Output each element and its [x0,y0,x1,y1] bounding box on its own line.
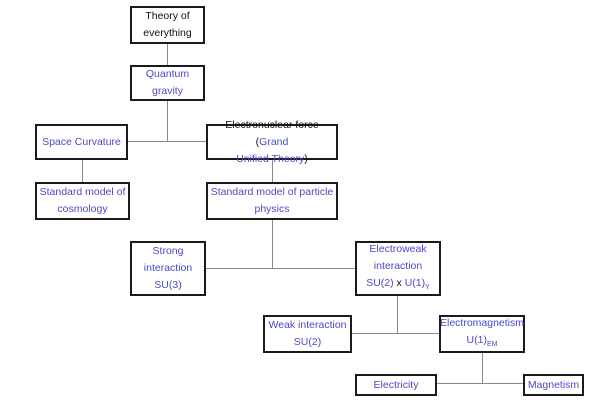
electromagnetism-link[interactable]: Electromagnetism [439,317,525,329]
connector-toe-qg [167,44,168,65]
magnetism-link[interactable]: Magnetism [527,378,580,391]
grand-unified-theory-link[interactable]: Unified Theory [236,152,305,165]
node-label: ) [304,152,308,165]
subscript-label: EM [486,341,498,348]
standard-model-particle-physics-link[interactable]: Standard model of particle [210,186,334,198]
node-quantum-gravity[interactable]: Quantum gravity [130,65,205,101]
connector-em-junction [482,352,483,383]
weak-interaction-link[interactable]: Weak interaction [268,319,347,331]
quantum-gravity-link[interactable]: Quantum [145,68,190,80]
node-electroweak-interaction[interactable]: Electroweak interaction SU(2) x U(1)Y [355,241,441,296]
electricity-link[interactable]: Electricity [373,378,419,391]
node-label-line: SU(2) x U(1)Y [366,275,430,296]
u1em-link[interactable]: U(1)EM [467,332,498,353]
grand-unified-theory-link[interactable]: Grand [259,135,289,148]
node-standard-model-cosmology[interactable]: Standard model of cosmology [35,182,130,220]
connector-sc-smc [82,160,83,182]
connector-weak-em [352,333,439,334]
node-label: U(1) [404,277,426,289]
node-label-line: Unified Theory) [236,151,308,168]
su2-link[interactable]: SU(2) [293,336,322,348]
electroweak-interaction-link[interactable]: interaction [373,260,423,272]
node-label: x [393,277,405,289]
standard-model-cosmology-link[interactable]: Standard model of [39,186,126,198]
node-label-line: Electronuclear force (Grand [208,117,336,151]
node-space-curvature[interactable]: Space Curvature [35,124,128,160]
su3-link[interactable]: SU(3) [154,279,182,291]
quantum-gravity-link[interactable]: gravity [152,85,183,97]
connector-smp-junction [272,220,273,268]
node-weak-interaction[interactable]: Weak interaction SU(2) [263,315,352,353]
node-strong-interaction[interactable]: Strong interaction SU(3) [130,241,206,296]
node-label: Theory of [145,10,190,22]
su2-link[interactable]: SU(2) [366,277,394,289]
connector-en-smp [272,160,273,182]
node-label: Electronuclear force ( [225,118,319,148]
node-electronuclear-force: Electronuclear force (Grand Unified Theo… [206,119,338,165]
node-electricity[interactable]: Electricity [355,374,437,396]
strong-interaction-link[interactable]: interaction [143,262,193,274]
node-standard-model-particle-physics[interactable]: Standard model of particle physics [206,182,338,220]
connector-sc-en [128,141,206,142]
node-magnetism[interactable]: Magnetism [523,374,584,396]
node-label: everything [143,27,192,39]
connector-strong-ew [206,268,355,269]
connector-ew-junction [397,296,398,333]
space-curvature-link[interactable]: Space Curvature [42,135,121,148]
standard-model-particle-physics-link[interactable]: physics [254,203,290,215]
electroweak-interaction-link[interactable]: Electroweak [369,243,427,255]
strong-interaction-link[interactable]: Strong [152,245,184,257]
node-electromagnetism[interactable]: Electromagnetism U(1)EM [439,315,525,353]
u1y-link[interactable]: U(1)Y [404,277,430,291]
node-theory-of-everything: Theory of everything [130,6,205,44]
node-label: U(1) [466,334,487,346]
connector-qg-junction [167,101,168,141]
standard-model-cosmology-link[interactable]: cosmology [57,203,108,215]
connector-elec-mag [437,383,523,384]
subscript-label: Y [425,284,430,291]
